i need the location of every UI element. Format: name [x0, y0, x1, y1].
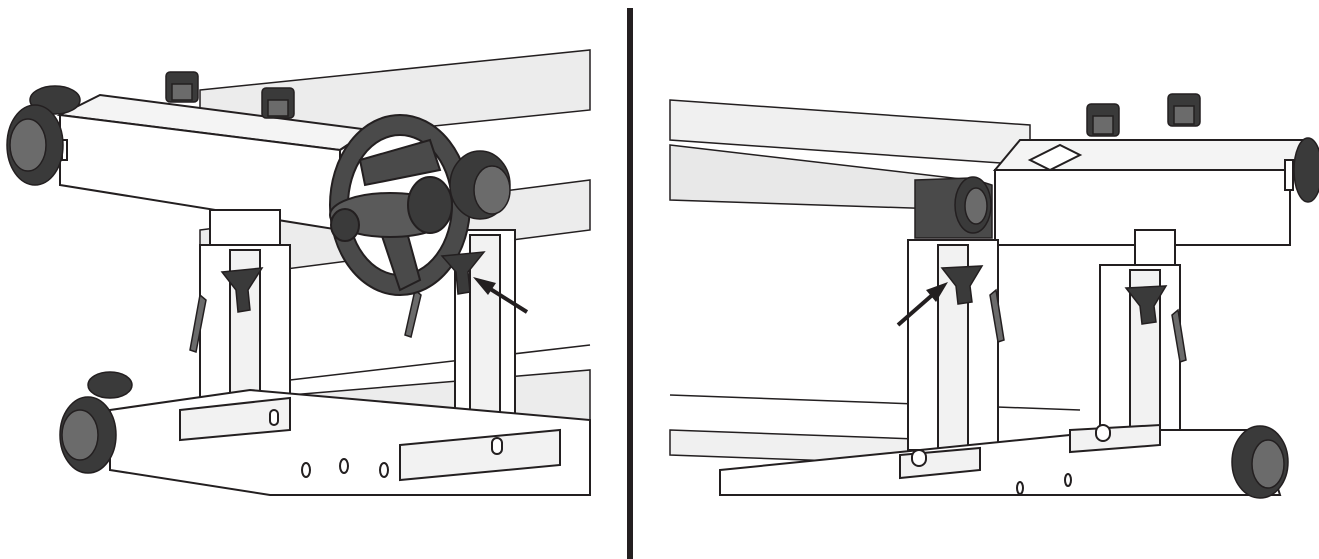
t-knob-right-post	[1124, 285, 1168, 325]
side-lever-right	[1171, 308, 1187, 363]
t-knob-left-post	[220, 267, 264, 313]
end-knob-bottom-left	[59, 371, 133, 474]
beam-clamp-2	[1167, 93, 1201, 127]
beam-clamp-2	[261, 87, 295, 119]
rear-rails	[669, 99, 1081, 471]
end-knob-top-left	[6, 85, 81, 186]
beam-clamp-1	[1086, 103, 1120, 137]
left-illustration-panel	[0, 0, 620, 559]
right-illustration	[669, 93, 1319, 499]
bottom-frame	[109, 388, 591, 496]
handwheel	[329, 114, 471, 296]
top-beam	[992, 139, 1307, 246]
side-lever-left	[989, 288, 1005, 343]
panel-divider	[627, 8, 633, 559]
hub-knob-right	[449, 150, 511, 220]
roller-end-cap	[914, 176, 993, 239]
callout-arrow-left	[473, 277, 529, 314]
end-knob-bottom-right	[1231, 425, 1289, 499]
callout-arrow-right	[896, 282, 948, 327]
post-right	[1099, 229, 1181, 446]
left-illustration	[6, 49, 591, 496]
post-left	[907, 239, 999, 451]
t-knob-right-post	[440, 251, 486, 295]
side-lever-left	[189, 293, 207, 353]
t-knob-left-post	[940, 265, 984, 305]
side-lever-right	[404, 288, 422, 338]
beam-clamp-1	[165, 71, 199, 103]
end-knob-top-right	[1293, 137, 1319, 203]
right-illustration-panel	[640, 0, 1319, 559]
post-left	[199, 209, 291, 421]
